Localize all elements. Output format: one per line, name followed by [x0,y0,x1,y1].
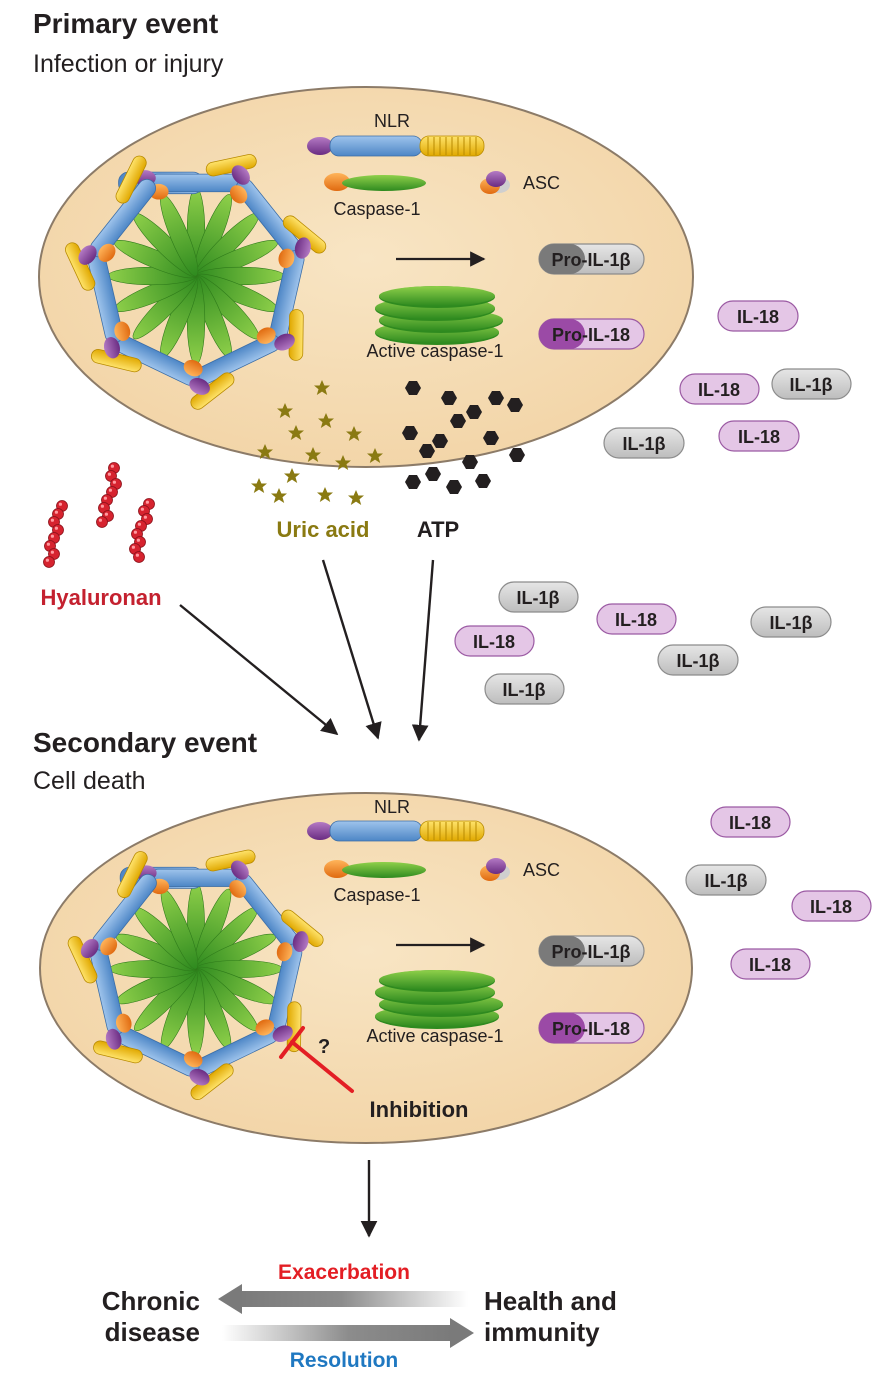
primary-pro-il18: Pro-IL-18 [538,318,645,350]
primary-pro-il1b-label: Pro-IL-1β [552,250,631,270]
released-cytokines-top: IL-18 IL-18 IL-1β IL-1β IL-18 [603,300,852,459]
svg-text:IL-1β: IL-1β [623,434,666,454]
svg-text:IL-1β: IL-1β [770,613,813,633]
svg-text:IL-18: IL-18 [738,427,780,447]
inhibition-question-mark: ? [318,1036,330,1058]
il18-pill: IL-18 [791,890,872,922]
inhibition-label: Inhibition [370,1097,469,1122]
exacerbation-label: Exacerbation [278,1261,410,1284]
damp-arrows [179,559,435,742]
resolution-arrow [222,1318,474,1348]
il1b-pill: IL-1β [750,606,832,638]
secondary-nlr-label: NLR [374,797,410,817]
svg-text:IL-1β: IL-1β [503,680,546,700]
hyaluronan-chains [43,462,155,568]
secondary-pro-il1b: Pro-IL-1β [538,935,645,967]
il18-pill: IL-18 [718,420,800,452]
primary-subtitle: Infection or injury [33,50,224,78]
secondary-active-caspase-label: Active caspase-1 [366,1026,503,1046]
secondary-pro-il18-label: Pro-IL-18 [552,1019,630,1039]
primary-active-caspase-label: Active caspase-1 [366,341,503,361]
chronic-disease-line2: disease [105,1317,200,1347]
svg-text:IL-1β: IL-1β [790,375,833,395]
il18-pill: IL-18 [717,300,799,332]
primary-active-caspase-stack [375,286,503,345]
svg-text:IL-18: IL-18 [473,632,515,652]
atp-label: ATP [417,517,459,542]
secondary-caspase-1-label: Caspase-1 [333,885,420,905]
released-cytokines-middle: IL-1β IL-18 IL-1β IL-18 IL-1β IL-1β [454,581,832,705]
il1b-pill: IL-1β [484,673,565,705]
svg-text:IL-18: IL-18 [810,897,852,917]
secondary-asc-label: ASC [523,860,560,880]
secondary-nlr [306,820,485,842]
exacerbation-arrow [218,1284,468,1314]
svg-text:IL-1β: IL-1β [677,651,720,671]
secondary-active-caspase-stack [375,970,503,1029]
primary-title: Primary event [33,8,218,39]
il18-pill: IL-18 [679,373,760,405]
il1b-pill: IL-1β [657,644,739,676]
primary-pro-il18-label: Pro-IL-18 [552,325,630,345]
inhibition-symbol [279,1026,354,1093]
hyaluronan-label: Hyaluronan [40,585,161,610]
secondary-subtitle: Cell death [33,767,146,795]
il18-pill: IL-18 [454,625,535,657]
primary-nlr-label: NLR [374,111,410,131]
primary-pro-il1b: Pro-IL-1β [538,243,645,275]
il1b-pill: IL-1β [685,864,767,896]
uric-acid-label: Uric acid [277,517,370,542]
secondary-pro-il18: Pro-IL-18 [538,1012,645,1044]
il1b-pill: IL-1β [603,427,685,459]
svg-text:IL-18: IL-18 [729,813,771,833]
primary-asc-label: ASC [523,173,560,193]
il1b-pill: IL-1β [498,581,579,613]
il18-pill: IL-18 [730,948,811,980]
svg-text:IL-1β: IL-1β [705,871,748,891]
primary-caspase-1-label: Caspase-1 [333,199,420,219]
il1b-pill: IL-1β [771,368,852,400]
svg-text:IL-18: IL-18 [615,610,657,630]
health-immunity-line1: Health and [484,1286,617,1316]
chronic-disease-line1: Chronic [102,1286,200,1316]
svg-text:IL-18: IL-18 [749,955,791,975]
health-immunity-line2: immunity [484,1317,600,1347]
svg-text:IL-18: IL-18 [737,307,779,327]
resolution-label: Resolution [290,1349,399,1372]
il18-pill: IL-18 [710,806,791,838]
released-cytokines-bottom: IL-18 IL-1β IL-18 IL-18 [685,806,872,980]
svg-text:IL-1β: IL-1β [517,588,560,608]
primary-nlr [306,135,485,157]
il18-pill: IL-18 [596,603,677,635]
secondary-title: Secondary event [33,727,257,758]
secondary-pro-il1b-label: Pro-IL-1β [552,942,631,962]
svg-text:IL-18: IL-18 [698,380,740,400]
